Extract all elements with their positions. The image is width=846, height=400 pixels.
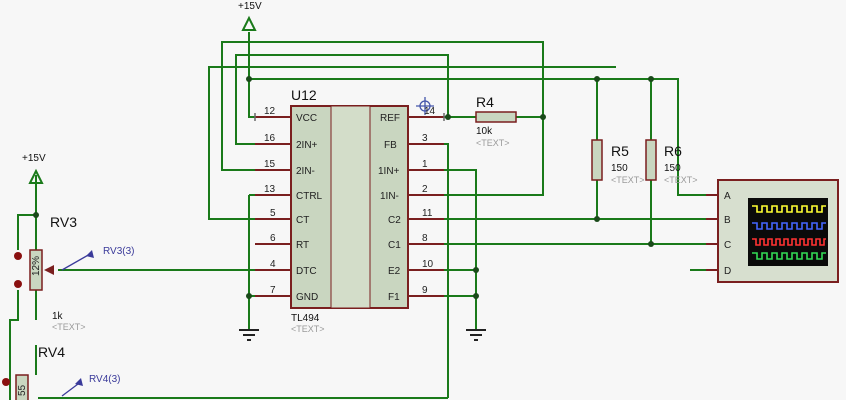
wiper-arrow-icon: [44, 265, 54, 275]
r5-text: <TEXT>: [611, 175, 645, 185]
pin-num: 6: [270, 233, 276, 244]
power-arrow-icon: [241, 15, 257, 31]
power-top: +15V: [238, 1, 262, 31]
rv3-text: <TEXT>: [52, 322, 86, 332]
scope-screen: [748, 198, 828, 266]
pin-name: 2IN-: [296, 166, 315, 177]
scope-channel-a: A: [724, 191, 731, 202]
pin-name: CTRL: [296, 191, 323, 202]
ic-part: TL494: [291, 313, 320, 324]
pin-num: 14: [424, 106, 436, 117]
pin-num: 3: [422, 133, 428, 144]
scope-trace: [752, 252, 826, 260]
r5-value: 150: [611, 163, 628, 174]
rv4-percent: 55: [17, 384, 28, 396]
r5-ref: R5: [611, 143, 629, 159]
pin-num: 12: [264, 106, 276, 117]
pin-name: CT: [296, 215, 309, 226]
crosshair-icon: [416, 97, 434, 115]
power-arrow-icon: [28, 168, 44, 184]
pin-name: DTC: [296, 266, 317, 277]
pin-name: RT: [296, 240, 309, 251]
pin-name: 2IN+: [296, 140, 318, 151]
rv4-ref: RV4: [38, 344, 65, 360]
ground-ic: [239, 329, 259, 341]
ic-text: <TEXT>: [291, 324, 325, 334]
ic-left-pins: 12 16 15 13 5 6 4 7 VCC 2IN+ 2IN- CTRL C…: [255, 106, 323, 303]
junctions: [33, 76, 654, 299]
scope-traces: [752, 205, 826, 260]
potentiometer-rv3[interactable]: 12% RV3 1k <TEXT> RV3(3): [14, 214, 135, 332]
resistor-r5[interactable]: R5 150 <TEXT>: [591, 139, 645, 185]
wires: [9, 32, 718, 400]
power-left-label: +15V: [22, 153, 46, 164]
scope-trace: [752, 205, 826, 213]
scope-channel-d: D: [724, 266, 731, 277]
pin-name: 1IN+: [378, 166, 400, 177]
pin-num: 11: [422, 208, 433, 219]
pot-terminal-icon: [14, 280, 22, 288]
r6-ref: R6: [664, 143, 682, 159]
rv3-ref: RV3: [50, 214, 77, 230]
pin-num: 1: [422, 159, 428, 170]
resistor-r6[interactable]: R6 150 <TEXT>: [645, 139, 698, 185]
r4-text: <TEXT>: [476, 138, 510, 148]
r4-ref: R4: [476, 94, 494, 110]
probe-rv4[interactable]: RV4(3): [61, 374, 121, 397]
ic-right-pins: 14 3 1 2 11 8 10 9 REF FB 1IN+ 1IN- C2 C…: [378, 106, 444, 303]
pin-num: 7: [270, 285, 276, 296]
pin-num: 10: [422, 259, 434, 270]
pin-name: C1: [388, 240, 401, 251]
r6-text: <TEXT>: [664, 175, 698, 185]
r4-value: 10k: [476, 126, 493, 137]
scope-trace: [752, 238, 826, 246]
probe-rv3[interactable]: RV3(3): [61, 246, 135, 271]
pin-name: 1IN-: [380, 191, 399, 202]
rv3-value: 1k: [52, 311, 64, 322]
rv3-probe: RV3(3): [103, 246, 135, 257]
ground-right: [466, 329, 486, 341]
rv4-probe: RV4(3): [89, 374, 121, 385]
pin-name: E2: [388, 266, 401, 277]
pin-name: VCC: [296, 113, 317, 124]
oscilloscope[interactable]: A B C D: [706, 179, 839, 283]
probe-icon: [75, 378, 83, 386]
pin-num: 8: [422, 233, 428, 244]
pin-name: FB: [384, 140, 397, 151]
pin-num: 9: [422, 285, 428, 296]
pin-num: 13: [264, 184, 276, 195]
pin-num: 2: [422, 184, 428, 195]
power-left: +15V: [22, 153, 46, 184]
ic-ref: U12: [291, 87, 317, 103]
scope-channel-c: C: [724, 240, 731, 251]
power-top-label: +15V: [238, 1, 262, 12]
pin-markers: [254, 113, 445, 121]
pin-name: F1: [388, 292, 400, 303]
scope-channel-b: B: [724, 215, 731, 226]
scope-trace: [752, 222, 826, 230]
resistor-r4[interactable]: R4 10k <TEXT>: [475, 94, 517, 148]
pin-num: 16: [264, 133, 276, 144]
pin-num: 4: [270, 259, 276, 270]
pin-name: C2: [388, 215, 401, 226]
ic-u12[interactable]: U12 TL494 <TEXT> 12 16 15 13 5 6 4 7 VCC…: [254, 87, 445, 334]
rv3-percent: 12%: [31, 256, 42, 276]
pin-num: 5: [270, 208, 276, 219]
probe-icon: [86, 250, 94, 258]
pot-terminal-icon: [14, 252, 22, 260]
pin-name: GND: [296, 292, 318, 303]
pin-name: REF: [380, 113, 400, 124]
r6-value: 150: [664, 163, 681, 174]
potentiometer-rv4[interactable]: 55 RV4 RV4(3): [2, 344, 121, 400]
pot-terminal-icon: [2, 378, 10, 386]
pin-num: 15: [264, 159, 276, 170]
